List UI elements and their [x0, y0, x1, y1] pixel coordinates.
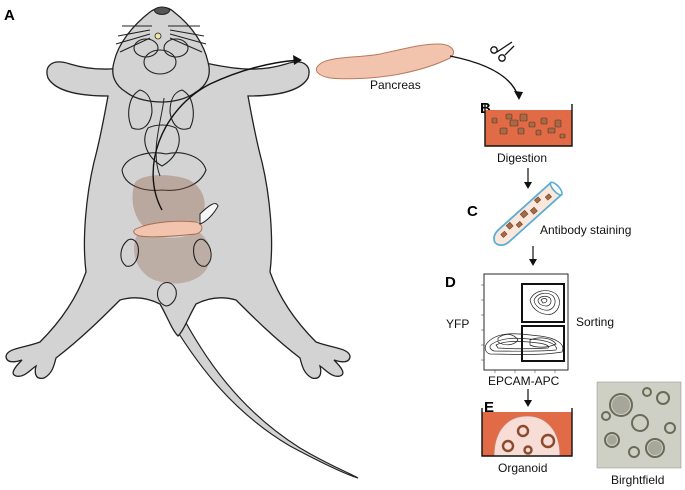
organoid-rings: [501, 424, 556, 455]
mouse-illustration: [5, 6, 359, 479]
panel-letter-a: A: [4, 7, 15, 24]
pancreas-label: Pancreas: [370, 78, 421, 92]
arrowhead-organoid: [524, 400, 532, 407]
arrowhead-pancreas: [293, 55, 302, 65]
scissors-icon: [490, 41, 515, 62]
brightfield-label: Birghtfield: [611, 473, 664, 487]
arrow-pancreas-to-digestion: [449, 55, 519, 97]
mouse-brain: [143, 49, 177, 75]
arrowhead-digestion: [514, 91, 523, 100]
arrowhead-facs: [529, 259, 537, 266]
epcam-axis-label: EPCAM-APC: [488, 374, 560, 388]
digestion-label: Digestion: [497, 151, 547, 165]
organoid-dish: [481, 408, 573, 457]
mouse-nose: [153, 6, 171, 15]
facs-contour-negative: [484, 333, 564, 355]
panel-letter-d: D: [445, 274, 456, 291]
mouse-head: [112, 6, 210, 103]
mouse-spleen: [199, 203, 219, 225]
tissue-fragments: [491, 113, 566, 139]
panel-letter-e: E: [484, 399, 494, 416]
isolated-pancreas: [315, 43, 454, 80]
mouse-lung-left: [128, 89, 153, 130]
mouse-kidney-right: [193, 238, 212, 267]
facs-plot: [481, 273, 569, 373]
mouse-eye: [154, 32, 162, 40]
mouse-bladder: [156, 281, 177, 307]
brightfield-micrograph: [596, 381, 682, 469]
facs-gate-positive: [521, 283, 565, 323]
panel-letter-c: C: [467, 203, 478, 220]
mouse-body: [5, 61, 351, 380]
mouse-esophagus: [155, 97, 165, 177]
antibody-staining-label: Antibody staining: [540, 223, 631, 237]
organoid-label: Organoid: [498, 461, 547, 475]
mouse-lung-right: [169, 89, 194, 130]
yfp-axis-label: YFP: [446, 317, 469, 331]
mouse-tail: [167, 307, 359, 479]
facs-axis-ticks: [481, 284, 556, 373]
mouse-kidney-left: [120, 238, 139, 267]
digestion-dish: [484, 104, 573, 147]
mouse-intestines: [134, 230, 211, 284]
mouse-stomach: [132, 175, 205, 232]
facs-contour-positive: [529, 290, 560, 315]
staining-tube: [493, 181, 563, 246]
mouse-liver: [121, 152, 207, 191]
mouse-ear-right: [163, 38, 189, 58]
arrowhead-tube: [524, 182, 532, 189]
mouse-pancreas: [133, 220, 203, 238]
mouse-heart: [144, 124, 180, 167]
arrow-mouse-to-pancreas: [152, 59, 301, 211]
sorting-label: Sorting: [576, 315, 614, 329]
facs-gate-negative: [521, 325, 565, 362]
